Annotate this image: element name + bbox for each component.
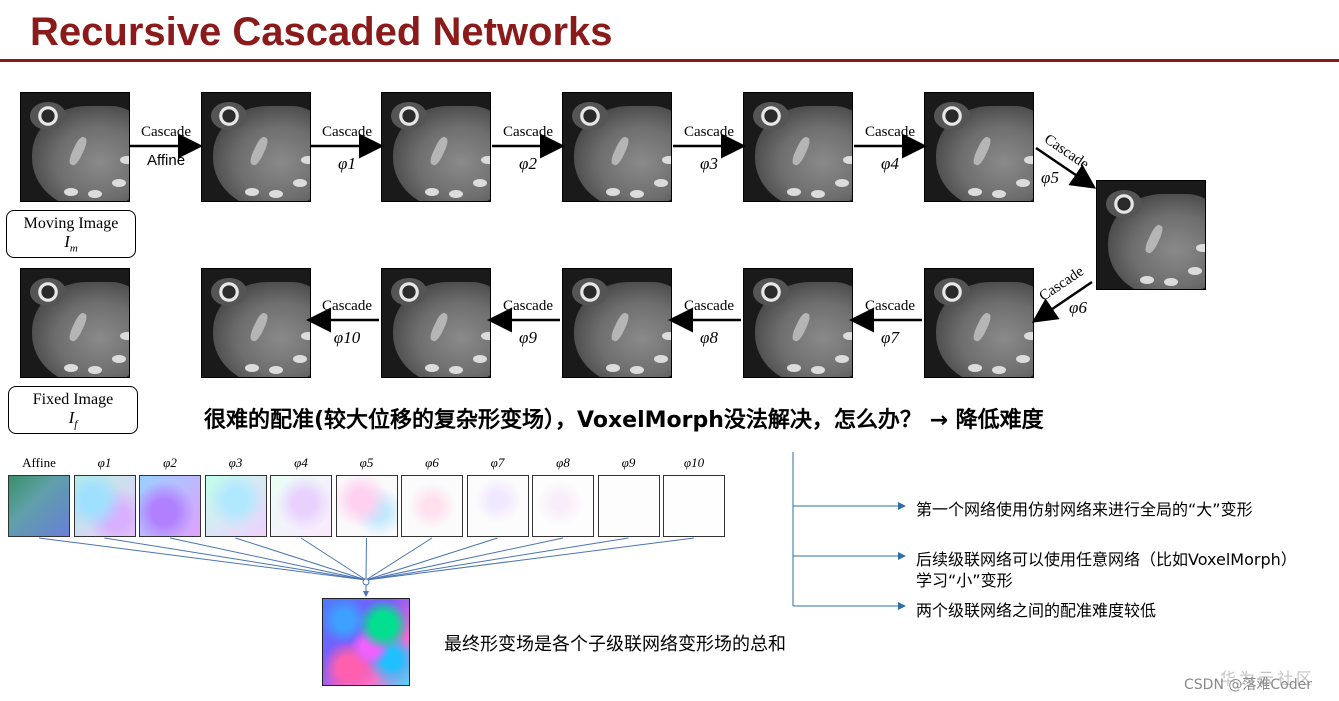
flow-label-1: φ1	[97, 455, 112, 470]
watermark-faint: 华为云社区	[1220, 669, 1316, 688]
phi5-label: φ5	[1041, 168, 1059, 187]
flow-field-9	[597, 475, 660, 537]
flow-field-1	[73, 475, 136, 537]
warped-phi5-slice	[1096, 180, 1206, 290]
phi1-label: φ1	[338, 154, 356, 173]
warped-phi9-slice	[381, 268, 491, 378]
cascade-label-phi3: Cascade	[684, 124, 734, 140]
flow-sum-line-1	[104, 537, 367, 581]
flow-sum-line-4	[300, 537, 367, 581]
flow-label-5: φ5	[359, 455, 374, 470]
flow-field-5	[335, 475, 398, 537]
affine-label: Affine	[146, 152, 186, 169]
note-3: 两个级联网络之间的配准难度较低	[916, 601, 1157, 620]
phi3-label: φ3	[700, 154, 718, 173]
phi10-label: φ10	[333, 328, 361, 347]
flow-label-10: φ10	[683, 455, 705, 470]
moving-image-symbol: Im	[64, 232, 78, 255]
flow-field-7	[466, 475, 529, 537]
flow-field-3	[204, 475, 267, 537]
cascade-arrow-phi6	[1031, 280, 1093, 323]
page-title: Recursive Cascaded Networks	[30, 10, 613, 54]
warped-phi4-slice	[924, 92, 1034, 202]
phi7-label: φ7	[881, 328, 899, 347]
flow-sum-line-2	[169, 537, 367, 581]
cascade-arrow-phi5	[1035, 146, 1097, 189]
moving-image-box: Moving Image Im	[6, 210, 136, 258]
phi8-label: φ8	[700, 328, 718, 347]
note-2-continued: 学习“小”变形	[916, 571, 1013, 590]
warped-phi7-slice	[743, 268, 853, 378]
flow-field-0	[8, 475, 70, 537]
flow-sum-line-0	[38, 537, 367, 581]
phi2-label: φ2	[519, 154, 537, 173]
flow-field-10	[663, 475, 725, 537]
fixed-image-label: Fixed Image	[32, 391, 114, 408]
flow-label-3: φ3	[228, 455, 243, 470]
flow-label-4: φ4	[294, 455, 308, 470]
flow-label-9: φ9	[621, 455, 636, 470]
flow-label-6: φ6	[425, 455, 439, 470]
flow-sum-line-10	[365, 537, 695, 581]
cascade-label-phi1: Cascade	[322, 124, 372, 140]
cascade-label-phi7: Cascade	[865, 298, 915, 314]
watermark: CSDN @落难Coder	[1184, 677, 1312, 693]
flow-sum-line-7	[365, 537, 498, 581]
summary-text: 最终形变场是各个子级联网络变形场的总和	[444, 634, 786, 655]
flow-field-6	[401, 475, 463, 537]
final-flow-field	[322, 598, 410, 686]
flow-sum-line-9	[365, 537, 629, 581]
question-text: 很难的配准(较大位移的复杂形变场），VoxelMorph没法解决，怎么办？ → …	[204, 408, 1044, 433]
phi4-label: φ4	[881, 154, 899, 173]
flow-label-0: Affine	[22, 455, 56, 470]
warped-phi10-slice	[201, 268, 311, 378]
note-2: 后续级联网络可以使用任意网络（比如VoxelMorph）	[916, 550, 1297, 569]
cascade-label-phi10: Cascade	[322, 298, 372, 314]
warped-phi6-slice	[924, 268, 1034, 378]
cascade-label-phi8: Cascade	[684, 298, 734, 314]
cascade-label-phi2: Cascade	[503, 124, 553, 140]
flow-sum-line-6	[365, 537, 433, 581]
moving-image-label: Moving Image	[23, 215, 119, 232]
fixed-image-box: Fixed Image If	[8, 386, 138, 434]
flow-field-2	[139, 475, 201, 537]
flow-label-8: φ8	[556, 455, 570, 470]
flow-label-2: φ2	[163, 455, 177, 470]
flow-sum-line-3	[235, 537, 367, 581]
flow-field-8	[532, 475, 594, 537]
warped-phi1-slice	[381, 92, 491, 202]
cascade-label-affine: Cascade	[141, 124, 191, 140]
moving-image-slice	[20, 92, 130, 202]
flow-sum-line-5	[365, 537, 367, 581]
fixed-image-symbol: If	[68, 408, 78, 431]
note-1: 第一个网络使用仿射网络来进行全局的“大”变形	[916, 500, 1253, 519]
flow-label-7: φ7	[490, 455, 505, 470]
flow-sum-line-8	[365, 537, 564, 581]
warped-phi3-slice	[743, 92, 853, 202]
title-underline	[0, 59, 1339, 62]
flow-field-4	[270, 475, 332, 537]
fixed-image-slice	[20, 268, 130, 378]
warped-affine-slice	[201, 92, 311, 202]
warped-phi2-slice	[562, 92, 672, 202]
phi9-label: φ9	[519, 328, 537, 347]
cascade-label-phi4: Cascade	[865, 124, 915, 140]
cascade-label-phi9: Cascade	[503, 298, 553, 314]
phi6-label: φ6	[1069, 298, 1087, 317]
